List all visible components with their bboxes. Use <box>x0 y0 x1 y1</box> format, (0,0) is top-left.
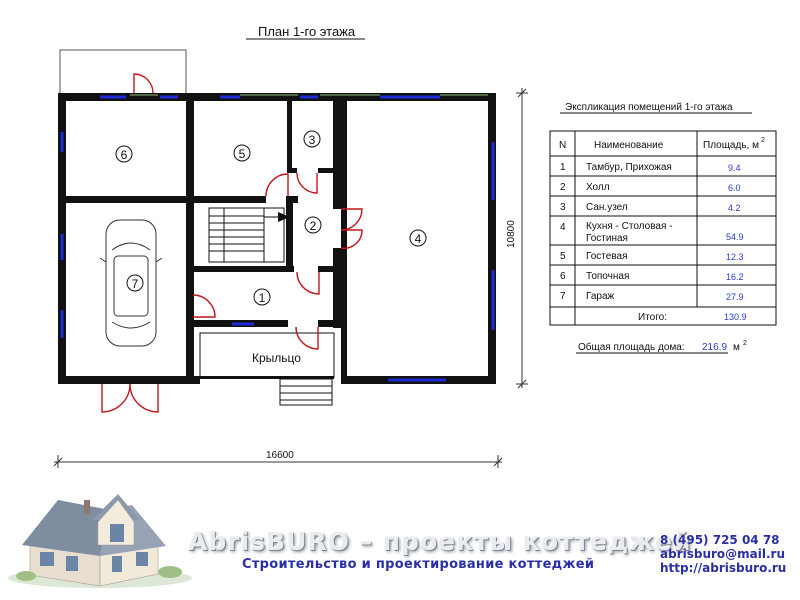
porch-label: Крыльцо <box>252 351 301 365</box>
svg-text:Холл: Холл <box>586 182 610 193</box>
brand-name: AbrisBURO – проекты коттеджей <box>188 527 692 556</box>
stairs <box>208 207 285 263</box>
dimension-width: 16600 <box>53 450 503 468</box>
walls <box>58 93 496 384</box>
brand-tagline: Строительство и проектирование коттеджей <box>242 557 595 572</box>
table-row: 3 Сан.узел 4.2 <box>560 202 741 213</box>
room-number-3: 3 <box>309 133 316 147</box>
svg-text:Гостевая: Гостевая <box>586 251 628 262</box>
terrace-outline <box>59 49 187 93</box>
svg-text:4: 4 <box>560 222 566 233</box>
svg-text:6.0: 6.0 <box>728 183 741 193</box>
svg-text:Гараж: Гараж <box>586 291 615 302</box>
stairs-arrow-icon <box>278 212 290 222</box>
room-number-5: 5 <box>239 147 246 161</box>
total-area-unit: м <box>733 342 740 353</box>
table-row: 6 Топочная 16.2 <box>560 271 744 282</box>
car-icon <box>99 219 163 347</box>
table-row: 1 Тамбур, Прихожая 9.4 <box>560 161 741 173</box>
total-area-value: 216.9 <box>702 342 727 353</box>
svg-text:12.3: 12.3 <box>726 252 744 262</box>
plan-title: План 1-го этажа <box>258 24 356 39</box>
total-area-unit-sup: 2 <box>743 340 747 347</box>
stairs-marker <box>286 250 292 256</box>
svg-text:16.2: 16.2 <box>726 272 744 282</box>
svg-text:1: 1 <box>560 162 566 173</box>
room-markers: 6 5 3 2 4 7 1 <box>115 130 427 306</box>
porch <box>199 332 335 406</box>
svg-text:Тамбур, Прихожая: Тамбур, Прихожая <box>586 161 672 173</box>
table-row: 2 Холл 6.0 <box>560 182 741 193</box>
svg-text:4.2: 4.2 <box>728 203 741 213</box>
table-header-n: N <box>559 140 566 151</box>
explication-table <box>549 130 777 326</box>
contact-email[interactable]: abrisburo@mail.ru <box>660 547 786 561</box>
room-number-7: 7 <box>132 277 139 291</box>
contacts-block: 8 (495) 725 04 78 abrisburo@mail.ru http… <box>660 533 787 575</box>
table-row: 7 Гараж 27.9 <box>560 291 744 302</box>
table-row: 4 Кухня - Столовая - Гостиная 54.9 <box>560 221 744 244</box>
svg-text:Итого:: Итого: <box>638 312 667 323</box>
table-caption: Экспликация помещений 1-го этажа <box>565 102 733 113</box>
svg-text:6: 6 <box>560 271 566 282</box>
svg-text:2: 2 <box>560 182 566 193</box>
svg-text:Кухня - Столовая -: Кухня - Столовая - <box>586 221 672 232</box>
svg-text:130.9: 130.9 <box>724 312 747 322</box>
svg-text:5: 5 <box>560 251 566 262</box>
windows <box>60 95 495 382</box>
table-header-area-sup: 2 <box>761 137 765 144</box>
svg-text:9.4: 9.4 <box>728 163 741 173</box>
doors <box>101 73 363 413</box>
contact-site[interactable]: http://abrisburo.ru <box>660 561 787 575</box>
table-total-row: Итого: 130.9 <box>638 312 747 323</box>
room-number-4: 4 <box>415 232 422 246</box>
svg-text:Топочная: Топочная <box>586 271 629 282</box>
room-number-2: 2 <box>310 219 317 233</box>
dimension-height: 10800 <box>506 88 528 389</box>
table-header-name: Наименование <box>594 140 664 151</box>
svg-text:16600: 16600 <box>266 450 294 461</box>
svg-text:Гостиная: Гостиная <box>586 233 628 244</box>
svg-text:7: 7 <box>560 291 566 302</box>
svg-text:Сан.узел: Сан.узел <box>586 202 628 213</box>
room-number-1: 1 <box>259 291 266 305</box>
svg-text:27.9: 27.9 <box>726 292 744 302</box>
table-row: 5 Гостевая 12.3 <box>560 251 744 262</box>
room-number-6: 6 <box>121 148 128 162</box>
house-illustration <box>8 494 192 588</box>
svg-text:10800: 10800 <box>506 220 517 248</box>
svg-text:3: 3 <box>560 202 566 213</box>
total-area-label: Общая площадь дома: <box>578 341 685 353</box>
table-header-area: Площадь, м <box>703 140 759 151</box>
contact-phone: 8 (495) 725 04 78 <box>660 533 780 547</box>
svg-text:54.9: 54.9 <box>726 232 744 242</box>
